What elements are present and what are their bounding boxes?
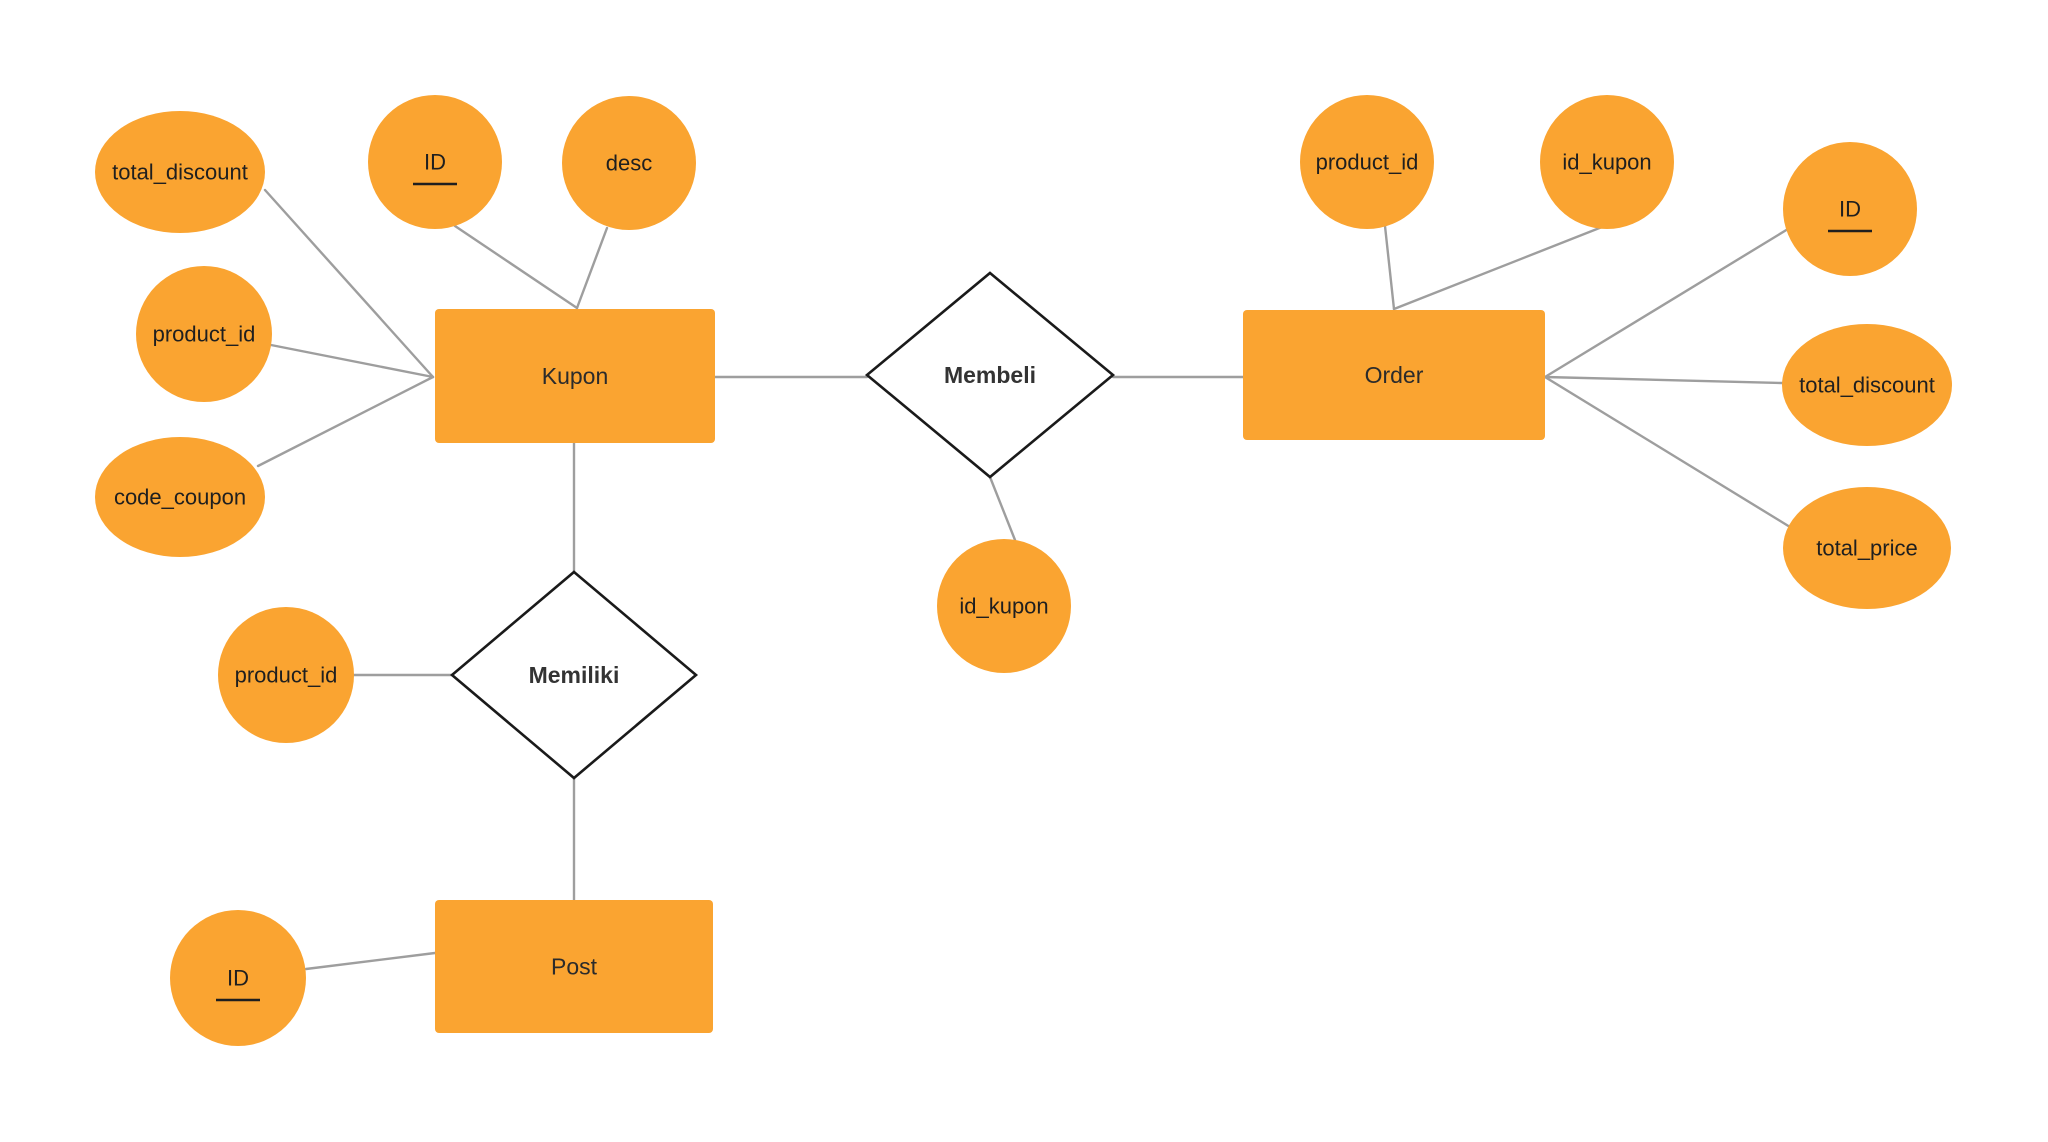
edge-kupon-total-discount: [263, 188, 435, 379]
attribute-kupon-product-id[interactable]: product_id: [136, 266, 272, 402]
edge-kupon-code-coupon: [256, 375, 435, 468]
edge-order-id-kupon: [1392, 225, 1604, 311]
edge-order-id: [1543, 227, 1790, 379]
edge-order-product-id: [1383, 224, 1396, 311]
attribute-label-kupon-desc: desc: [606, 151, 652, 176]
attribute-label-kupon-product-id: product_id: [153, 322, 256, 347]
edge-membeli-id-kupon: [988, 475, 1017, 542]
attribute-shape-memiliki-product-id: [218, 607, 354, 743]
edge-kupon-id: [453, 224, 579, 310]
attribute-label-kupon-code-coupon: code_coupon: [114, 485, 246, 510]
entity-shape-kupon: [435, 309, 715, 443]
attribute-shape-post-id: [170, 910, 306, 1046]
attribute-order-product-id[interactable]: product_id: [1300, 95, 1434, 229]
edge-order-total-price: [1543, 375, 1792, 529]
edges-layer: [256, 188, 1792, 971]
entity-label-post: Post: [551, 954, 598, 980]
attribute-post-id[interactable]: ID: [170, 910, 306, 1046]
attribute-shape-order-id: [1783, 142, 1917, 276]
attribute-membeli-id-kupon[interactable]: id_kupon: [937, 539, 1071, 673]
attribute-order-id-kupon[interactable]: id_kupon: [1540, 95, 1674, 229]
attribute-shape-kupon-product-id: [136, 266, 272, 402]
attribute-shape-order-total-price: [1783, 487, 1951, 609]
attribute-shape-order-total-discount: [1782, 324, 1952, 446]
attribute-label-post-id: ID: [227, 966, 249, 991]
attribute-label-order-total-discount: total_discount: [1799, 373, 1935, 398]
relationship-memiliki[interactable]: Memiliki: [449, 570, 699, 780]
attribute-shape-kupon-total-discount: [95, 111, 265, 233]
attribute-kupon-desc[interactable]: desc: [562, 96, 696, 230]
attribute-shape-kupon-id: [368, 95, 502, 229]
relationship-label-membeli: Membeli: [944, 362, 1036, 388]
entity-shape-order: [1243, 310, 1545, 440]
attribute-shape-membeli-id-kupon: [937, 539, 1071, 673]
attribute-kupon-id[interactable]: ID: [368, 95, 502, 229]
attribute-order-total-price[interactable]: total_price: [1783, 487, 1951, 609]
attribute-shape-order-product-id: [1300, 95, 1434, 229]
attribute-label-kupon-total-discount: total_discount: [112, 160, 248, 185]
entity-shape-post: [435, 900, 713, 1033]
attribute-label-membeli-id-kupon: id_kupon: [959, 594, 1048, 619]
relationship-membeli[interactable]: Membeli: [864, 271, 1116, 479]
relationship-label-memiliki: Memiliki: [529, 662, 620, 688]
attribute-shape-kupon-desc: [562, 96, 696, 230]
edge-order-total-discount: [1543, 375, 1784, 385]
attribute-label-order-total-price: total_price: [1816, 536, 1918, 561]
entity-order[interactable]: Order: [1243, 310, 1545, 440]
attribute-kupon-code-coupon[interactable]: code_coupon: [95, 437, 265, 557]
attribute-order-total-discount[interactable]: total_discount: [1782, 324, 1952, 446]
edge-kupon-desc: [575, 226, 609, 310]
attribute-kupon-total-discount[interactable]: total_discount: [95, 111, 265, 233]
attribute-shape-order-id-kupon: [1540, 95, 1674, 229]
entity-label-order: Order: [1365, 362, 1424, 388]
attribute-label-order-product-id: product_id: [1316, 150, 1419, 175]
attribute-label-order-id: ID: [1839, 197, 1861, 222]
attribute-shape-kupon-code-coupon: [95, 437, 265, 557]
entity-kupon[interactable]: Kupon: [435, 309, 715, 443]
edge-kupon-product-id: [269, 343, 435, 379]
attribute-memiliki-product-id[interactable]: product_id: [218, 607, 354, 743]
entity-label-kupon: Kupon: [542, 363, 609, 389]
relationship-shape-membeli: [864, 271, 1116, 479]
attribute-label-kupon-id: ID: [424, 150, 446, 175]
attribute-label-memiliki-product-id: product_id: [235, 663, 338, 688]
attribute-label-order-id-kupon: id_kupon: [1562, 150, 1651, 175]
relationship-shape-memiliki: [449, 570, 699, 780]
attribute-order-id[interactable]: ID: [1783, 142, 1917, 276]
edge-post-id: [304, 951, 437, 971]
entity-post[interactable]: Post: [435, 900, 713, 1033]
